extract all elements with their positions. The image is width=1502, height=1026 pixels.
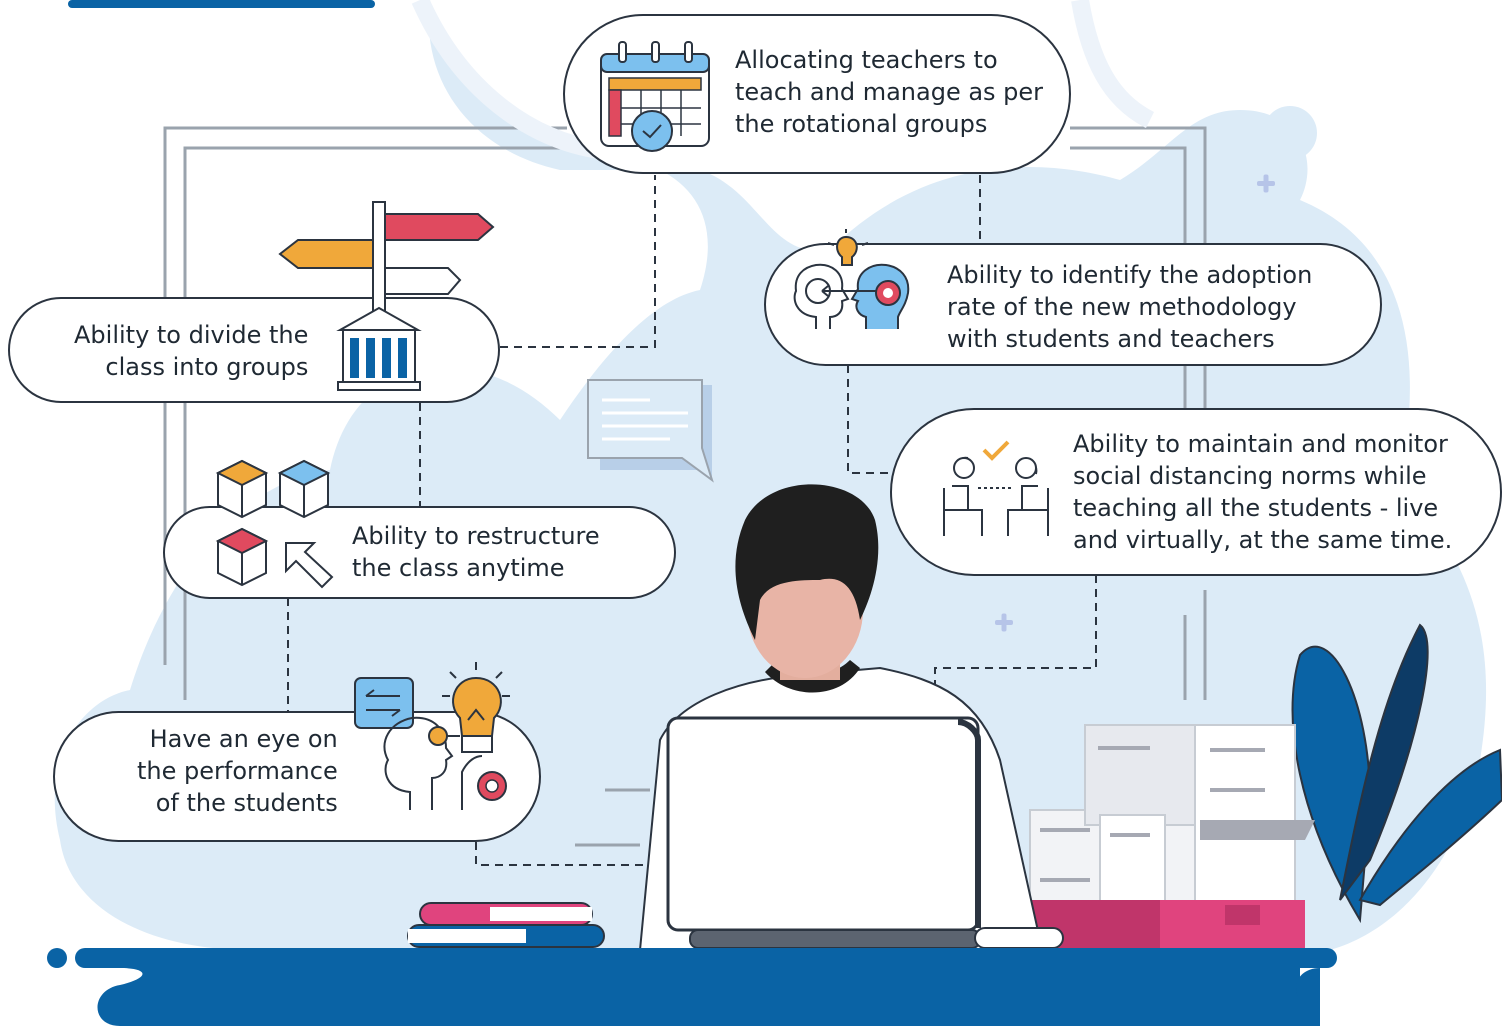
distanced-students-icon — [943, 440, 1049, 536]
teacher-with-laptop-illustration — [638, 484, 1064, 951]
callout-distancing-text: Ability to maintain and monitor social d… — [1073, 428, 1452, 556]
plant-leaves-illustration — [1291, 623, 1502, 924]
header-accent-bar — [68, 0, 375, 8]
callout-allocate-text: Allocating teachers to teach and manage … — [735, 44, 1043, 140]
callout-adoption-text: Ability to identify the adoption rate of… — [947, 259, 1312, 355]
chat-bubble-icon — [587, 379, 714, 483]
cubes-cursor-icon — [215, 459, 334, 589]
callout-allocate: Allocating teachers to teach and manage … — [563, 14, 1071, 174]
text-line: the rotational groups — [735, 110, 988, 138]
calendar-rotation-icon — [600, 41, 710, 152]
head-lightbulb-icon — [354, 662, 510, 810]
head-gear-idea-icon — [793, 229, 910, 329]
text-line: the performance — [137, 757, 338, 785]
floor-bar — [47, 948, 1337, 1026]
text-line: Ability to restructure — [352, 522, 600, 550]
text-line: with students and teachers — [947, 325, 1275, 353]
books-stack-illustration — [407, 902, 605, 948]
callout-performance-text: Have an eye on the performance of the st… — [137, 723, 338, 819]
callout-restructure-text: Ability to restructure the class anytime — [352, 520, 600, 584]
text-line: the class anytime — [352, 554, 565, 582]
text-line: social distancing norms while — [1073, 462, 1427, 490]
text-line: Ability to identify the adoption — [947, 261, 1313, 289]
callout-adoption: Ability to identify the adoption rate of… — [764, 229, 1382, 366]
decorative-arcs — [411, 0, 1155, 159]
plus-marks — [995, 174, 1275, 632]
text-line: Ability to maintain and monitor — [1073, 430, 1448, 458]
text-line: and virtually, at the same time. — [1073, 526, 1453, 554]
text-line: Ability to divide the — [74, 321, 309, 349]
callout-restructure: Ability to restructure the class anytime — [163, 506, 676, 599]
paper-stack-illustration — [1029, 724, 1315, 951]
text-line: rate of the new methodology — [947, 293, 1297, 321]
circuit-frame-lines — [163, 126, 1207, 847]
text-line: teach and manage as per — [735, 78, 1044, 106]
text-line: Allocating teachers to — [735, 46, 998, 74]
text-line: of the students — [155, 789, 338, 817]
callout-distancing: Ability to maintain and monitor social d… — [890, 408, 1502, 576]
signpost-building-icon — [278, 201, 495, 391]
callout-divide-text: Ability to divide the class into groups — [74, 319, 308, 383]
dashed-connectors — [287, 175, 1097, 866]
text-line: class into groups — [105, 353, 309, 381]
text-line: teaching all the students - live — [1073, 494, 1439, 522]
text-line: Have an eye on — [149, 725, 338, 753]
callout-performance: Have an eye on the performance of the st… — [53, 711, 541, 842]
